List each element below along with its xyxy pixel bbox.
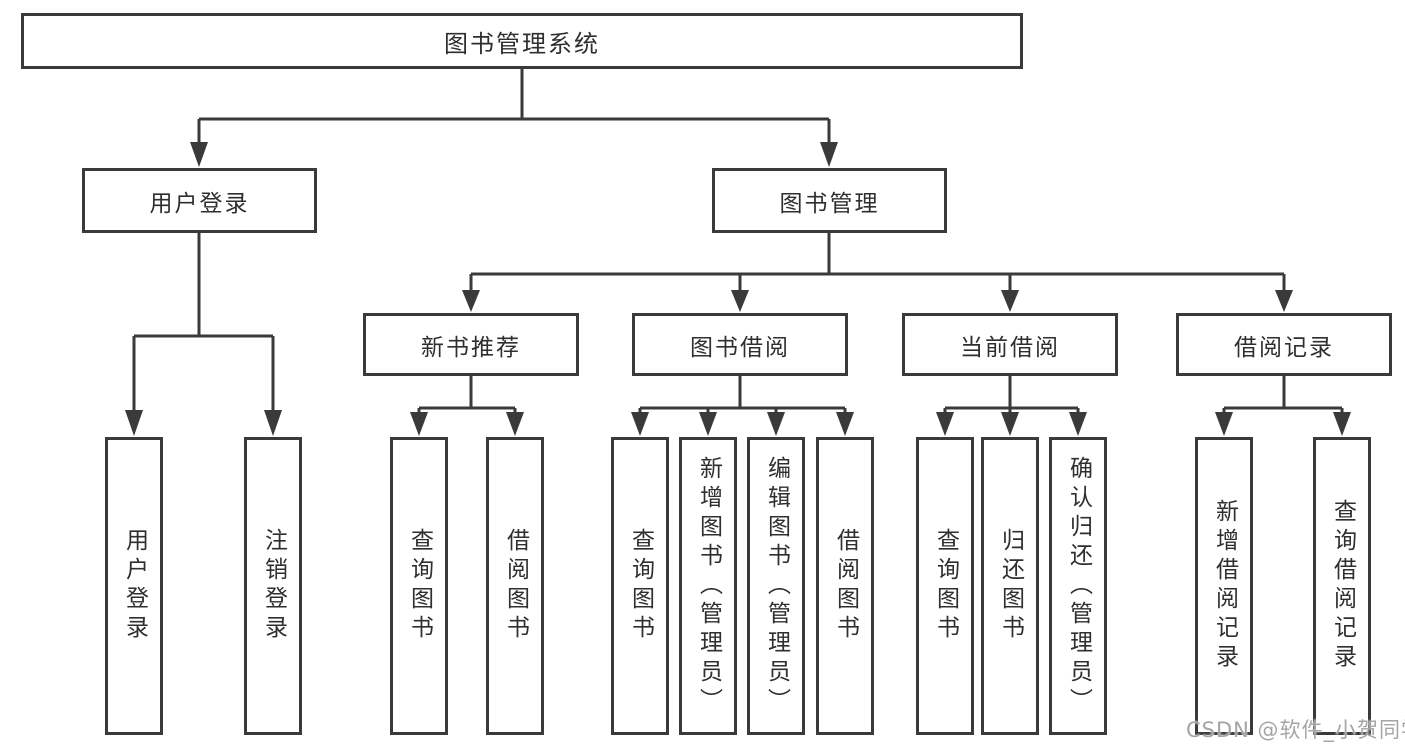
node-user-login: 用户登录	[82, 168, 317, 233]
leaf-return-book: 归还图书	[981, 437, 1039, 735]
leaf-user-login: 用户登录	[105, 437, 163, 735]
leaf-query-books-3: 查询图书	[916, 437, 974, 735]
leaf-add-borrow-record: 新增借阅记录	[1195, 437, 1253, 735]
leaf-add-book-admin: 新增图书（管理员）	[679, 437, 737, 735]
node-new-book-recommendation: 新书推荐	[363, 313, 579, 376]
leaf-logout: 注销登录	[244, 437, 302, 735]
node-current-borrowing: 当前借阅	[902, 313, 1118, 376]
leaf-confirm-return-admin: 确认归还（管理员）	[1049, 437, 1107, 735]
leaf-borrow-books-2: 借阅图书	[816, 437, 874, 735]
node-library-management-system: 图书管理系统	[21, 13, 1023, 69]
leaf-query-borrow-record: 查询借阅记录	[1313, 437, 1371, 735]
node-borrowing-records: 借阅记录	[1176, 313, 1392, 376]
node-book-borrowing: 图书借阅	[632, 313, 848, 376]
csdn-watermark: CSDN @软件_小贺同学	[1186, 718, 1405, 742]
node-book-management: 图书管理	[712, 168, 947, 233]
leaf-query-books-1: 查询图书	[390, 437, 448, 735]
leaf-borrow-books-1: 借阅图书	[486, 437, 544, 735]
leaf-query-books-2: 查询图书	[611, 437, 669, 735]
leaf-edit-book-admin: 编辑图书（管理员）	[747, 437, 805, 735]
